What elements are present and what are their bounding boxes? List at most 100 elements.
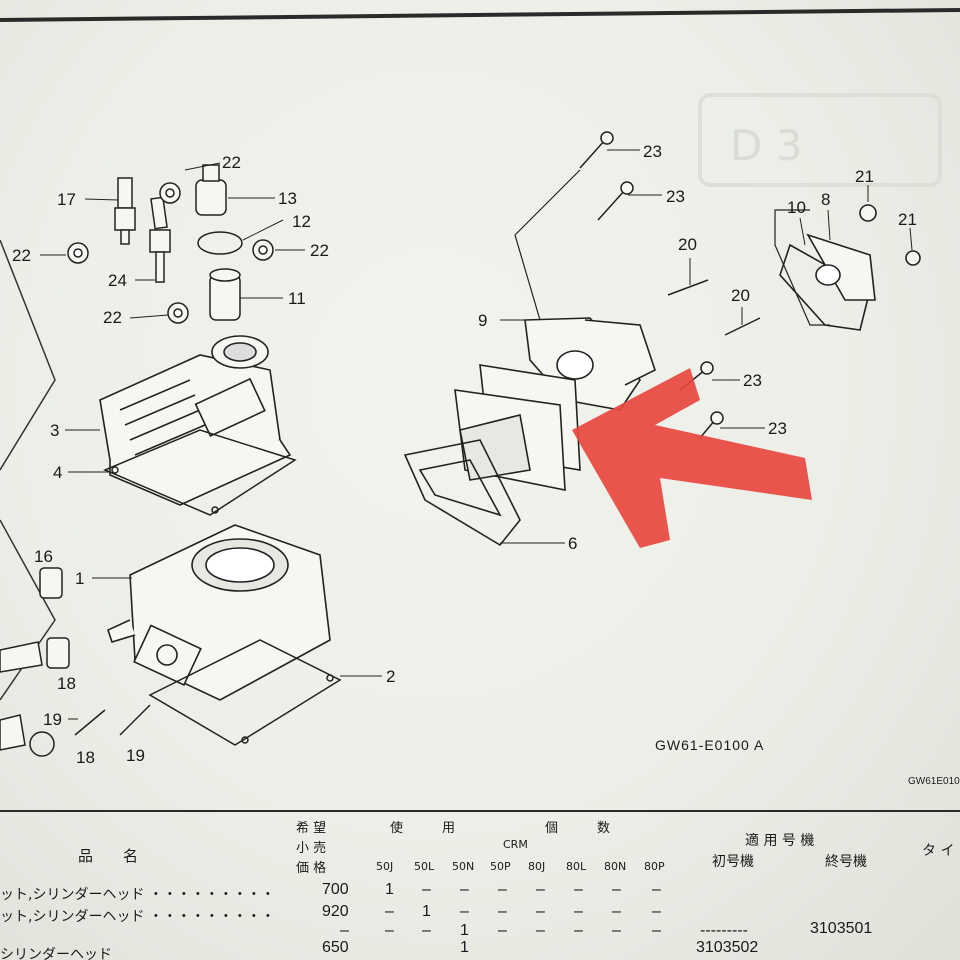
leader-lines [40, 149, 913, 720]
col-header-use: 使 用 [390, 821, 456, 836]
cylinder-part [107, 524, 331, 701]
qty-50l: – [422, 922, 431, 939]
assembly-bracket-right [774, 209, 830, 326]
col-header-crm: CRM [503, 838, 528, 851]
qty-80j: – [536, 922, 545, 939]
qty-50p: – [498, 903, 507, 920]
row-name: ット,シリンダーヘッド ・・・・・・・・・ [0, 887, 275, 903]
col-header-price-2: 小 売 [296, 841, 327, 856]
callout-10: 10 [787, 198, 806, 217]
callout-19a: 19 [43, 710, 62, 729]
callout-22b: 22 [12, 246, 31, 265]
qty-50j: – [385, 903, 394, 920]
cylinder-head-part [99, 335, 292, 506]
qty-50n: – [460, 903, 469, 920]
callout-23b: 23 [666, 187, 685, 206]
ghost-page-label: D 3 [730, 121, 802, 170]
callout-21a: 21 [855, 167, 874, 186]
col-header-last-no: 終号機 [825, 854, 867, 870]
qty-80n: – [612, 881, 621, 898]
hose-clamp-parts [0, 567, 151, 757]
row-price: 650 [322, 939, 349, 956]
callout-24: 24 [108, 271, 127, 290]
qty-80p: – [652, 881, 661, 898]
col-header-qty: 個 数 [545, 821, 611, 836]
col-header-applicable: 適 用 号 機 [745, 833, 815, 849]
model-col-50p: 50P [490, 860, 511, 873]
qty-80n: – [612, 922, 621, 939]
qty-50j: – [385, 922, 394, 939]
callout-11: 11 [288, 289, 306, 308]
qty-50l: – [422, 881, 431, 898]
callout-16: 16 [34, 547, 53, 566]
callout-22a: 22 [222, 153, 241, 172]
base-gasket-part [148, 639, 342, 746]
assembly-bracket-left [0, 239, 56, 471]
callout-13: 13 [278, 189, 297, 208]
model-col-80l: 80L [566, 860, 587, 873]
drawing-code: GW61-E0100 A [655, 737, 765, 753]
qty-80l: – [574, 881, 583, 898]
qty-50j: 1 [385, 881, 394, 898]
model-col-80p: 80P [644, 860, 665, 873]
callout-23d: 23 [768, 419, 787, 438]
callout-17: 17 [57, 190, 76, 209]
callout-1: 1 [75, 569, 84, 588]
qty-80p: – [652, 922, 661, 939]
ghost-page-marker: D 3 [698, 93, 942, 187]
row-first-no: --------- [700, 922, 748, 939]
callout-23a: 23 [643, 142, 662, 161]
callout-18a: 18 [57, 674, 76, 693]
row-name: シリンダーヘッド [0, 947, 112, 960]
model-col-80j: 80J [528, 860, 546, 873]
callout-19b: 19 [126, 746, 145, 765]
col-header-price-1: 希 望 [296, 821, 327, 836]
assembly-bracket-line [514, 169, 581, 321]
callout-labels: 23 23 22 13 17 12 22 22 24 11 22 21 10 8… [12, 142, 917, 767]
callout-20b: 20 [731, 286, 750, 305]
model-col-50j: 50J [376, 860, 394, 873]
reed-valve-assembly [403, 317, 656, 547]
callout-12: 12 [292, 212, 311, 231]
row-first-no: 3103502 [696, 939, 759, 956]
qty-80l: – [574, 903, 583, 920]
callout-22c: 22 [310, 241, 329, 260]
head-gasket-part [103, 429, 297, 516]
callout-21b: 21 [898, 210, 917, 229]
qty-50n: – [460, 881, 469, 898]
col-header-price-3: 価 格 [296, 861, 327, 876]
row-price: 920 [322, 903, 349, 920]
qty-80j: – [536, 903, 545, 920]
qty-50p: – [498, 881, 507, 898]
row-name: ット,シリンダーヘッド ・・・・・・・・・ [0, 909, 275, 925]
col-header-name: 品 名 [78, 847, 139, 865]
red-arrow-annotation [572, 368, 812, 548]
intake-flange-parts [779, 204, 921, 331]
assembly-bracket-left-lower [0, 519, 56, 701]
callout-6: 6 [568, 534, 577, 553]
row-price: 700 [322, 881, 349, 898]
qty-50p: – [498, 922, 507, 939]
callout-3: 3 [50, 421, 59, 440]
callout-2: 2 [386, 667, 395, 686]
callout-4: 4 [53, 463, 62, 482]
callout-20a: 20 [678, 235, 697, 254]
corner-code: GW61E010 [908, 776, 960, 787]
qty-80l: – [574, 922, 583, 939]
model-col-50n: 50N [452, 860, 475, 873]
row-price: – [340, 922, 349, 939]
bolts-and-studs [579, 131, 761, 439]
qty-50n: 1 [460, 922, 469, 939]
exploded-parts-diagram: D 3 [0, 93, 942, 767]
col-header-ti: タ イ [922, 843, 955, 859]
callout-8: 8 [821, 190, 830, 209]
table-top-rule [0, 810, 960, 812]
qty-50n: 1 [460, 939, 469, 956]
row-last-no: 3103501 [810, 920, 873, 937]
callout-23c: 23 [743, 371, 762, 390]
model-col-80n: 80N [604, 860, 627, 873]
callout-18b: 18 [76, 748, 95, 767]
col-header-first-no: 初号機 [712, 854, 754, 870]
callout-22d: 22 [103, 308, 122, 327]
